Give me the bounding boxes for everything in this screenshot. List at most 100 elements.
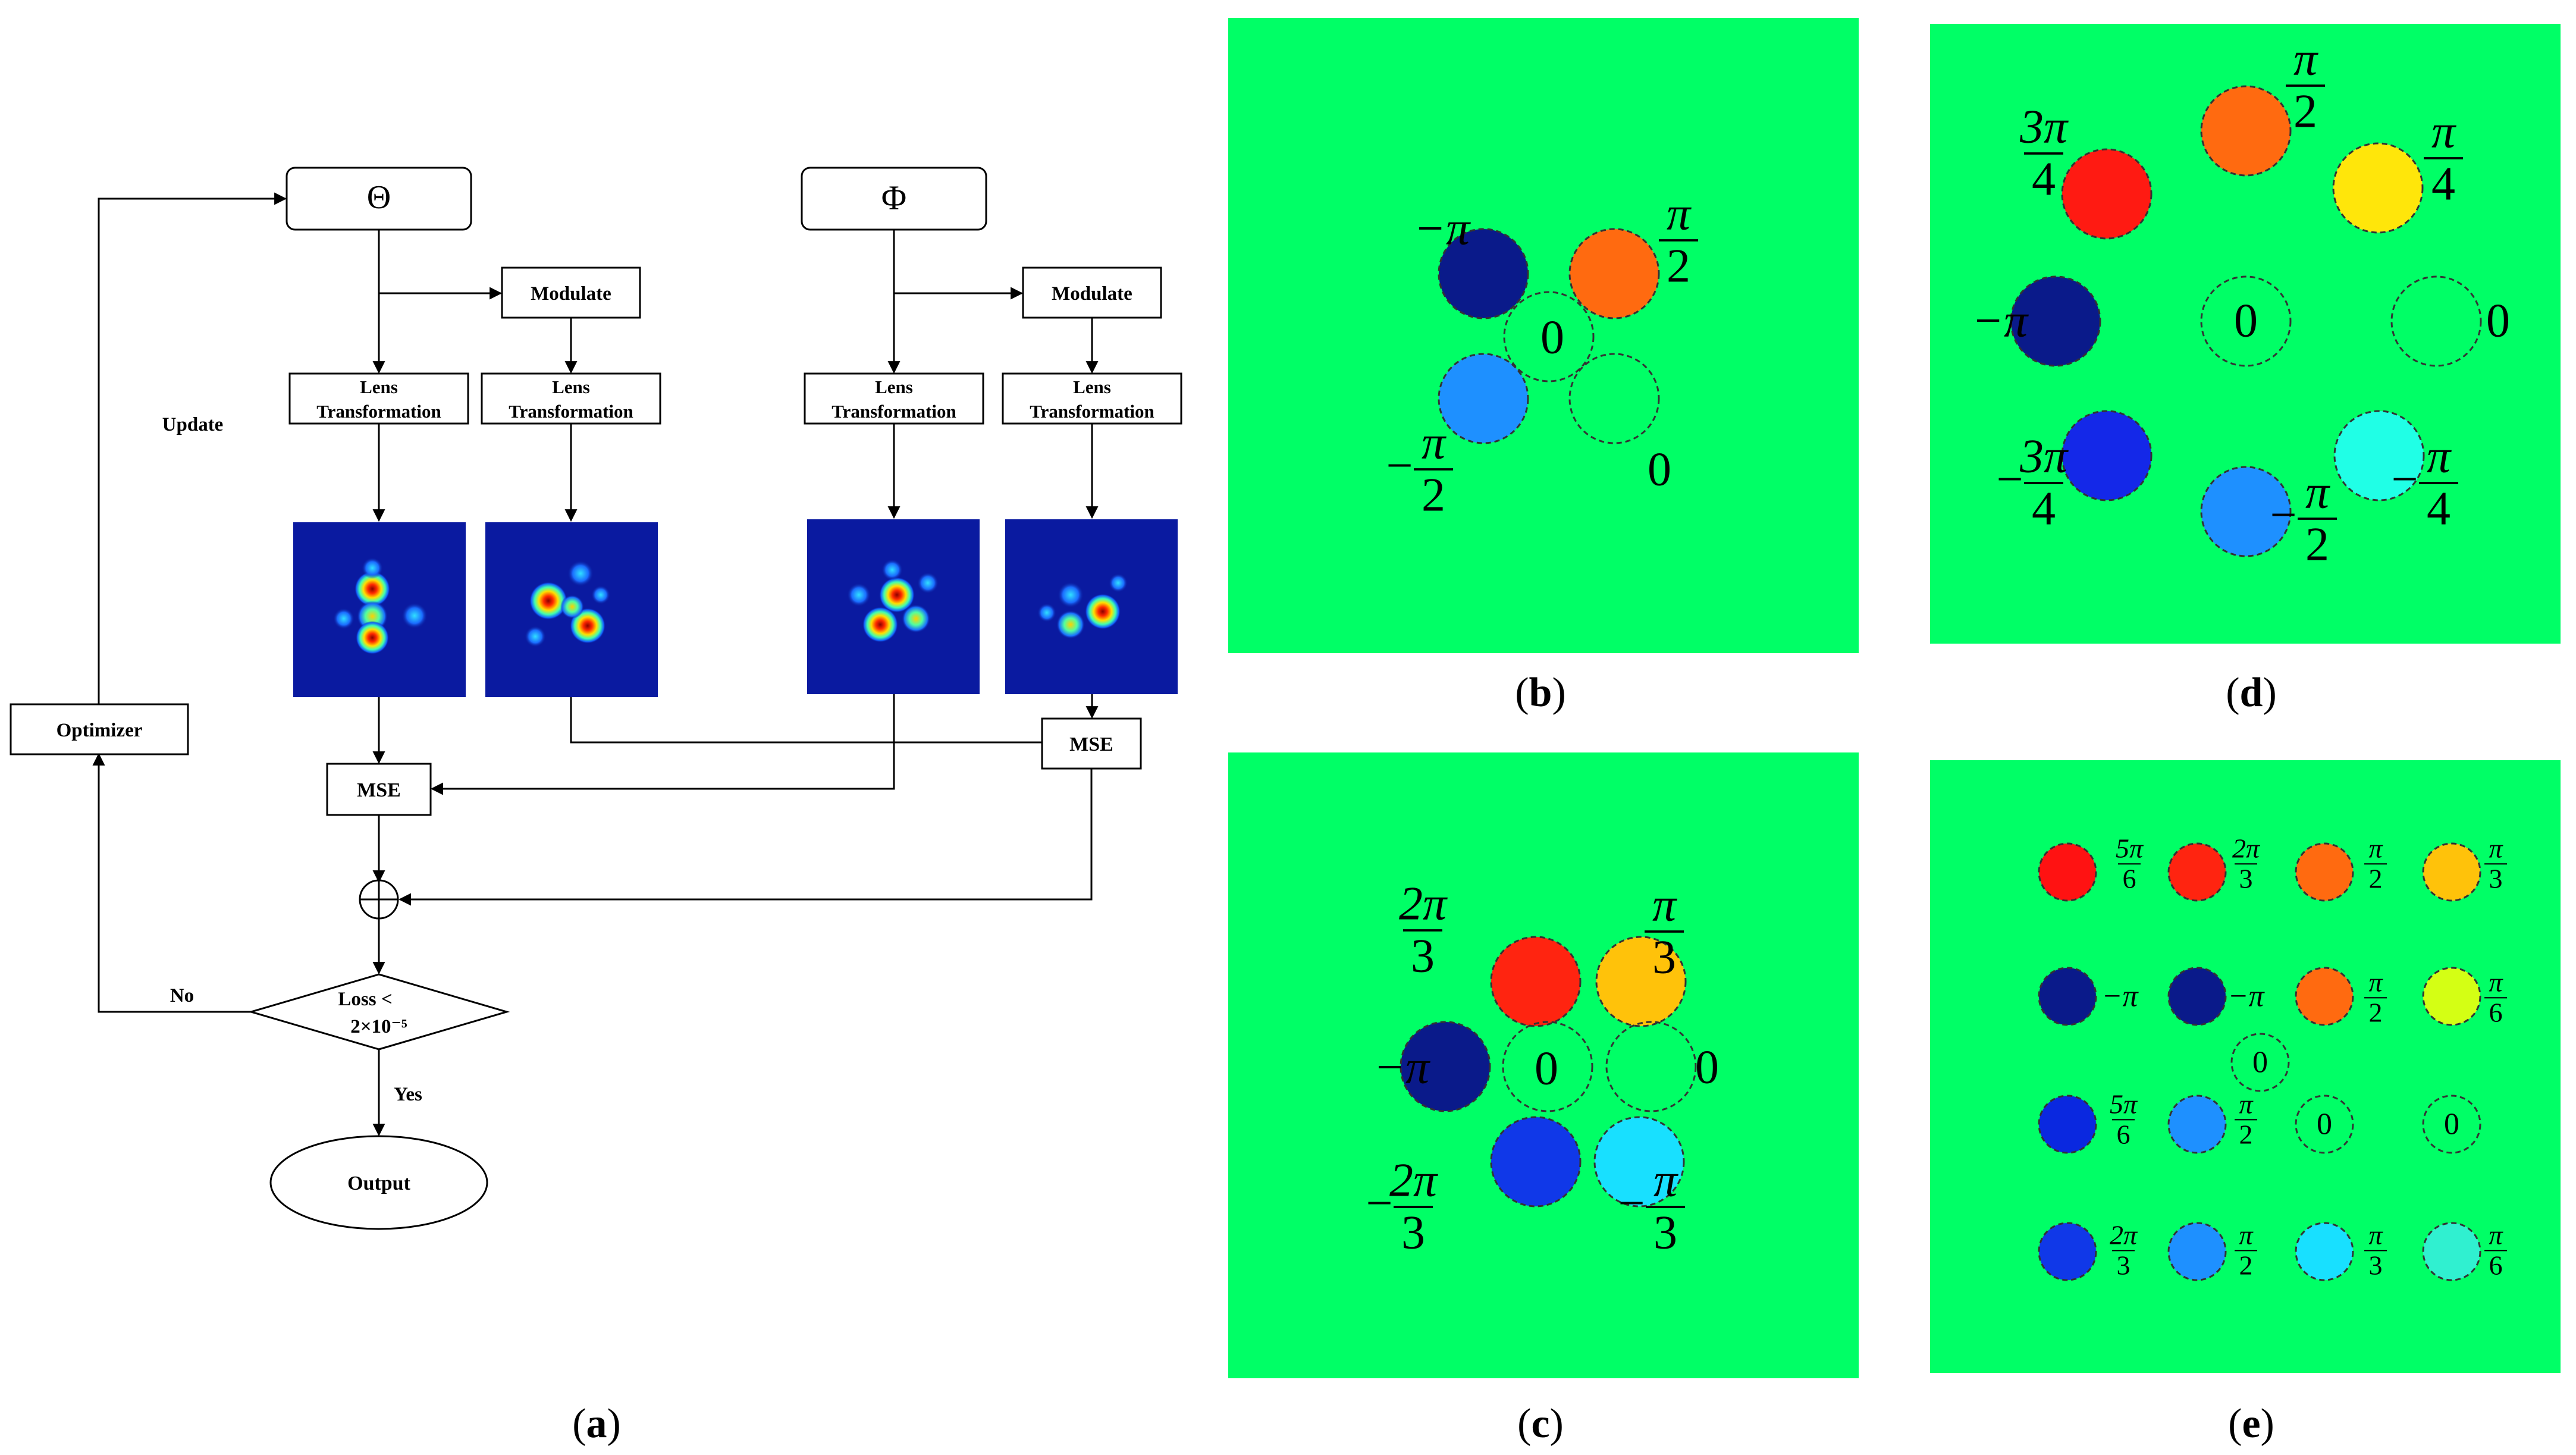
phase-label: 2π3 [2232,833,2261,894]
phase-spot [2295,1222,2354,1281]
phase-label: 2π3 [1399,878,1448,983]
phase-label: 5π6 [2110,1089,2138,1150]
svg-text:−: − [1996,453,2023,506]
phase-spot [1438,353,1529,444]
phase-spot [2167,1222,2227,1281]
svg-text:π: π [2427,431,2452,483]
output-label: Output [347,1172,410,1194]
output-ellipse [269,1135,488,1230]
svg-text:π: π [1422,417,1447,469]
svg-text:−: − [1618,1177,1645,1230]
svg-text:4: 4 [2427,483,2451,535]
lens-box-2-line2: Transformation [509,401,633,422]
modulate-box-phi [1022,266,1162,319]
svg-text:2: 2 [2369,863,2383,893]
phase-label: 0 [2317,1108,2332,1142]
intensity-image-4 [1005,519,1178,694]
svg-text:3: 3 [1652,932,1676,984]
phase-map-background [1228,752,1859,1378]
svg-text:π: π [2239,1089,2254,1120]
panel-label-c: (c) [1517,1401,1564,1447]
phase-spot [1595,936,1687,1027]
phase-spot [2295,1095,2354,1154]
intensity-image-1 [293,522,466,697]
decision-line1: Loss < [338,989,392,1010]
phase-spot [2061,148,2153,240]
svg-text:(e): (e) [2228,1401,2274,1447]
panel-label-d: (d) [2226,670,2277,716]
svg-text:−: − [2270,489,2296,541]
svg-text:3π: 3π [2019,101,2069,153]
no-label: No [170,985,194,1006]
mse-label-left: MSE [357,779,401,801]
svg-text:2π: 2π [1389,1155,1438,1207]
lens-box-3-line1: Lens [875,377,913,397]
svg-text:π: π [2368,967,2383,998]
svg-text:3: 3 [1653,1207,1677,1259]
phi-label: Φ [881,178,906,217]
phase-label: 5π6 [2116,833,2144,894]
svg-text:2: 2 [2305,519,2329,571]
panel-label-e: (e) [2228,1401,2274,1447]
phase-spot [2422,1222,2481,1281]
phase-spot [1605,1021,1697,1112]
svg-text:5π: 5π [2116,833,2144,864]
lens-box-1-line2: Transformation [316,401,441,422]
loss-decision [247,973,510,1051]
svg-text:2: 2 [2369,997,2383,1027]
svg-text:π: π [2489,833,2503,864]
svg-text:6: 6 [2489,1250,2503,1280]
svg-text:(b): (b) [1515,670,1566,716]
phase-label: π6 [2484,967,2507,1027]
phase-label: 2π3 [2110,1220,2138,1281]
svg-text:6: 6 [2117,1119,2131,1149]
phase-spot [1490,936,1582,1027]
phase-label: π2 [2235,1089,2257,1149]
phase-spot [2230,1033,2290,1092]
phase-spot [2167,842,2227,902]
modulate-label-phi: Modulate [1052,283,1132,305]
phase-label: −π [1972,295,2029,347]
phase-label: π3 [2484,833,2507,893]
optimizer-box [10,703,189,755]
svg-text:−: − [1386,440,1413,492]
phase-label: π4 [2424,106,2463,211]
svg-text:2: 2 [1422,469,1445,522]
phase-label: π2 [1659,188,1698,293]
phase-label: 3π4 [2019,101,2069,206]
phase-label: 0 [2234,295,2258,347]
svg-text:−: − [2391,453,2418,506]
phase-spot [2295,842,2354,902]
phase-spot [2422,1095,2481,1154]
svg-text:(c): (c) [1517,1401,1564,1447]
phase-spot [1503,291,1595,382]
svg-text:3: 3 [2239,863,2253,893]
svg-text:3: 3 [2117,1250,2131,1280]
svg-text:π: π [2431,106,2456,158]
svg-text:2π: 2π [2110,1220,2138,1250]
svg-text:π: π [2368,833,2383,864]
panel-label-b: (b) [1515,670,1566,716]
phase-label: 0 [2444,1108,2459,1142]
phase-spot [2332,142,2424,234]
phase-spot [1490,1116,1582,1208]
svg-text:π: π [2368,1220,2383,1250]
phase-spot [1568,353,1660,444]
phase-label: 0 [2252,1046,2268,1080]
svg-text:π: π [1652,879,1677,932]
phase-label: −π3 [1618,1155,1685,1259]
lens-box-2 [481,372,661,425]
svg-text:π: π [2293,33,2318,86]
phase-spot [1568,228,1660,319]
phase-spot [2038,967,2097,1026]
optimizer-label: Optimizer [57,720,143,741]
phase-label: 0 [1535,1043,1558,1095]
phase-spot [2422,967,2481,1026]
svg-text:2: 2 [1667,240,1690,293]
phase-map-background [1228,18,1859,653]
